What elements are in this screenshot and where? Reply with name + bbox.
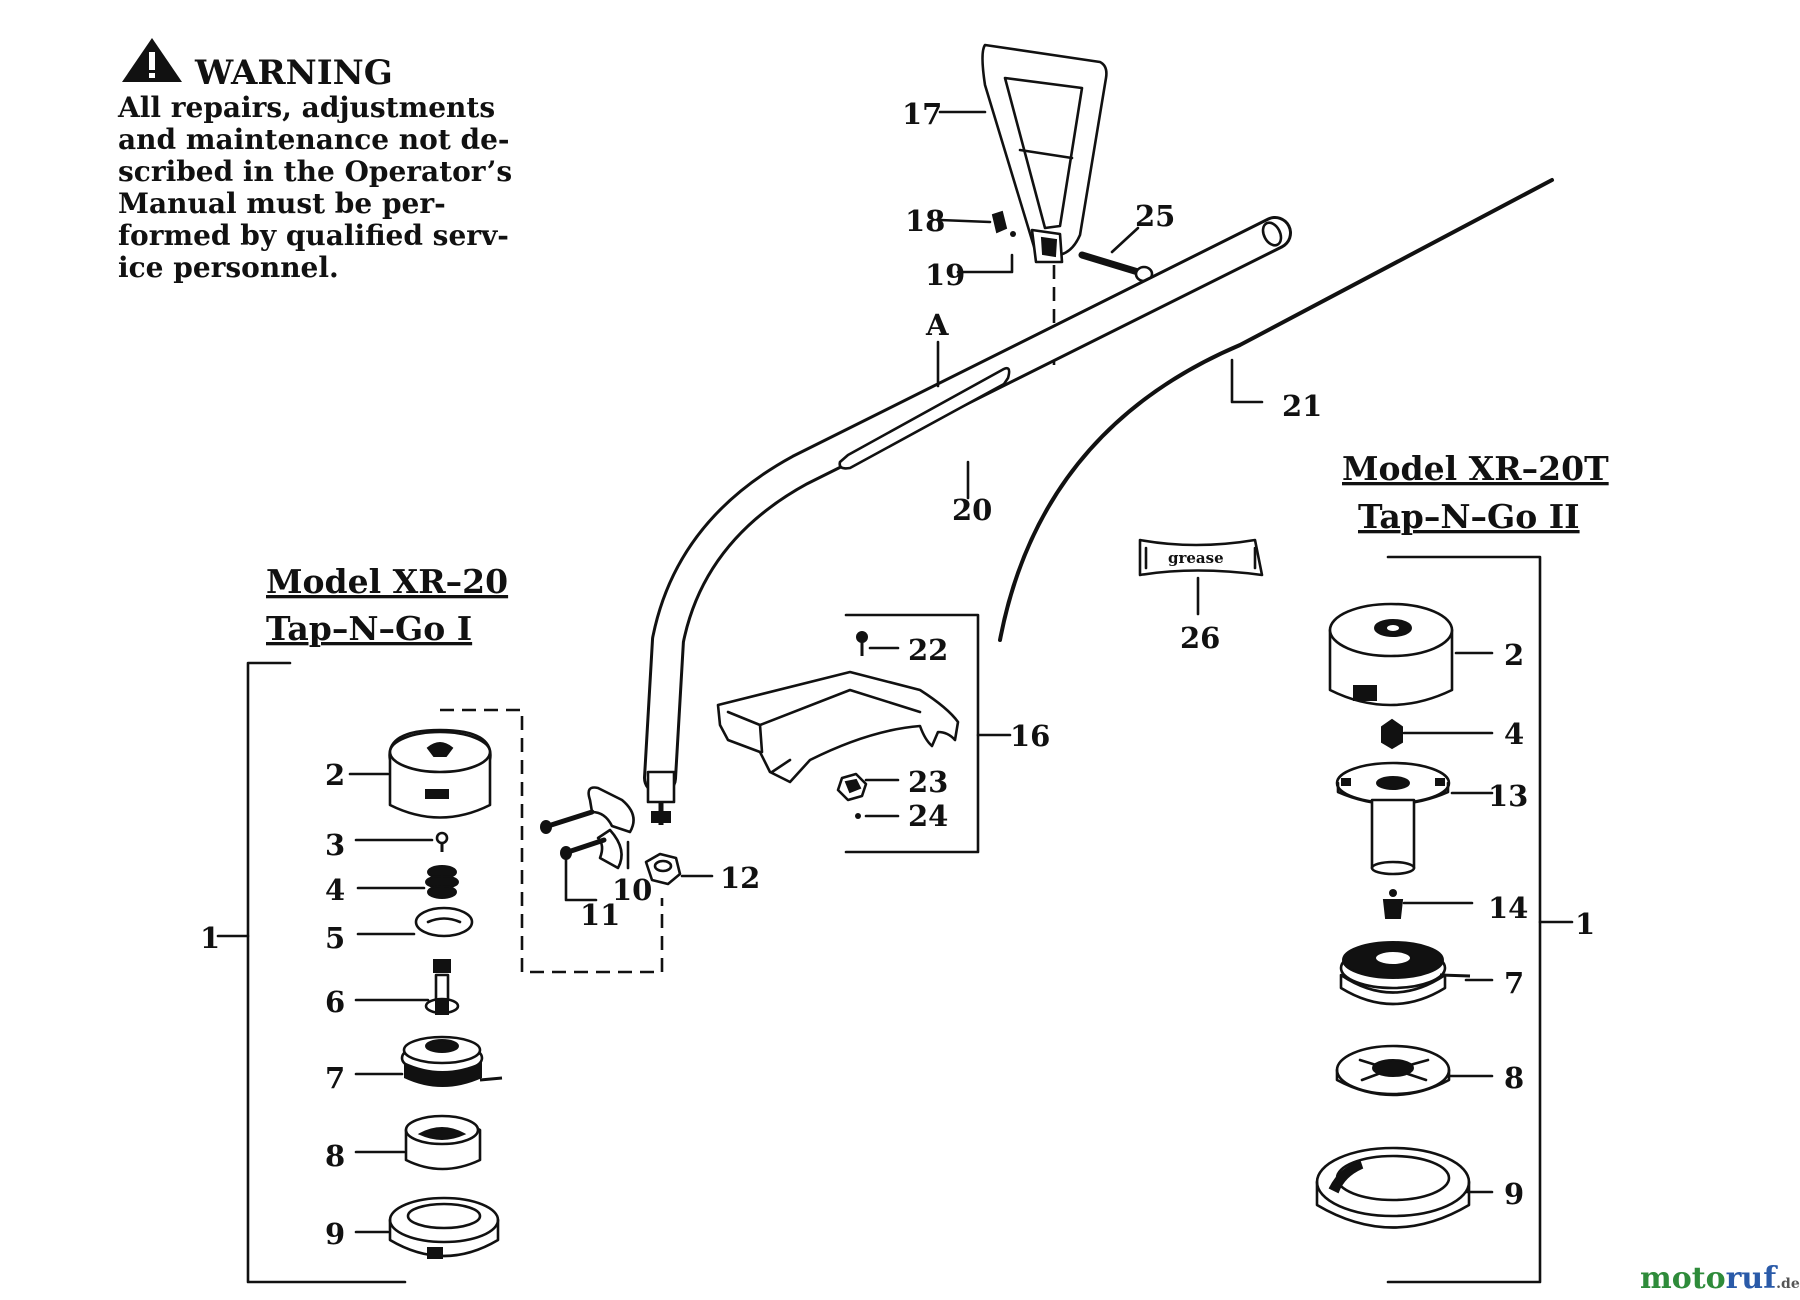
callout-right-4: 4 [1504, 717, 1524, 751]
right-part-4-nut [1381, 718, 1403, 750]
washer-part-24 [855, 813, 861, 819]
callout-left-1: 1 [200, 921, 220, 955]
callout-23: 23 [908, 765, 948, 799]
right-part-13-hub [1335, 761, 1451, 876]
callout-22: 22 [908, 633, 948, 667]
assembly-line-left-head [440, 708, 664, 974]
callout-left-3: 3 [325, 828, 345, 862]
callout-right-9: 9 [1504, 1177, 1524, 1211]
callout-left-4: 4 [325, 873, 345, 907]
left-model-subtitle: Tap–N–Go I [266, 609, 472, 648]
drive-cable-part-21 [998, 178, 1554, 642]
callout-right-8: 8 [1504, 1061, 1524, 1095]
warning-triangle-icon [122, 38, 182, 82]
grease-packet-label: grease [1168, 549, 1224, 567]
right-part-14-pin [1382, 889, 1404, 919]
bracket-16 [844, 613, 980, 854]
bolt-part-25 [1078, 251, 1154, 283]
bracket-right-1 [1386, 555, 1542, 1284]
handle-part-17 [981, 43, 1108, 264]
left-part-8-cup [404, 1114, 482, 1171]
callout-24: 24 [908, 799, 948, 833]
nut-part-18 [991, 210, 1016, 237]
bracket-left-1 [246, 661, 407, 1284]
clamp-part-10 [587, 786, 635, 870]
nut-part-23 [836, 772, 868, 802]
right-part-2-cap [1328, 602, 1454, 707]
callout-left-6: 6 [325, 985, 345, 1019]
callout-19: 19 [925, 258, 965, 292]
callout-18: 18 [905, 204, 945, 238]
bolt-part-11a [540, 809, 595, 834]
watermark-suffix: .de [1776, 1276, 1800, 1292]
warning-line-6: ice personnel. [118, 251, 339, 284]
callout-25: 25 [1135, 199, 1175, 233]
watermark-part1: moto [1640, 1261, 1726, 1296]
right-model-title: Model XR–20T [1342, 449, 1609, 488]
debris-shield-part-16 [716, 670, 960, 784]
left-part-7-spool [400, 1035, 503, 1087]
right-model-subtitle: Tap–N–Go II [1358, 497, 1580, 536]
callout-20: 20 [952, 493, 992, 527]
warning-line-1: All repairs, adjustments [117, 91, 495, 124]
callout-A: A [925, 308, 949, 342]
grip-part-A [838, 366, 1011, 470]
shaft-part-20 [643, 216, 1292, 795]
left-part-4-spring [425, 865, 459, 899]
watermark-part2: ruf [1726, 1261, 1779, 1296]
callout-right-2: 2 [1504, 638, 1524, 672]
callout-left-8: 8 [325, 1139, 345, 1173]
leader-18 [938, 218, 992, 224]
warning-line-5: formed by qualified serv- [118, 219, 509, 252]
callout-21: 21 [1282, 389, 1322, 423]
callout-26: 26 [1180, 621, 1220, 655]
callout-left-5: 5 [325, 921, 345, 955]
leader-21 [1230, 358, 1264, 404]
left-part-3-pin [435, 831, 449, 852]
callout-left-7: 7 [325, 1061, 345, 1095]
callout-right-14: 14 [1488, 891, 1528, 925]
leader-11 [564, 858, 598, 902]
grease-packet-part-26: grease [1138, 538, 1264, 577]
callout-17: 17 [902, 97, 942, 131]
screw-part-22 [856, 631, 868, 656]
right-part-8-disc [1335, 1044, 1451, 1097]
callout-10: 10 [612, 873, 652, 907]
left-part-6-post [424, 959, 460, 1015]
left-part-2-cap [388, 728, 492, 819]
bolt-part-11b [560, 837, 607, 860]
leader-19 [956, 253, 1014, 274]
callout-11: 11 [580, 898, 620, 932]
warning-line-3: scribed in the Operator’s [118, 155, 512, 188]
callout-left-2: 2 [325, 758, 345, 792]
warning-line-4: Manual must be per- [118, 187, 446, 220]
left-model-title: Model XR–20 [266, 562, 508, 601]
svg-text:motoruf.de: motoruf.de [1640, 1261, 1800, 1296]
warning-heading: WARNING [194, 53, 393, 93]
warning-block: WARNING All repairs, adjustments and mai… [117, 38, 512, 284]
callout-right-13: 13 [1488, 779, 1528, 813]
right-part-9-housing [1315, 1146, 1471, 1229]
callout-12: 12 [720, 861, 760, 895]
callout-16: 16 [1010, 719, 1050, 753]
warning-line-2: and maintenance not de- [118, 123, 510, 156]
callout-left-9: 9 [325, 1217, 345, 1251]
leader-25 [1110, 226, 1140, 254]
callout-right-1: 1 [1575, 907, 1595, 941]
callout-right-7: 7 [1504, 966, 1524, 1000]
watermark-logo: motoruf.de [1640, 1261, 1800, 1296]
left-part-5-washer [414, 906, 474, 938]
left-part-9-ring [388, 1196, 500, 1259]
nut-part-12 [644, 852, 682, 886]
shaft-coupler [646, 770, 676, 825]
right-part-7-spool [1339, 941, 1471, 1006]
